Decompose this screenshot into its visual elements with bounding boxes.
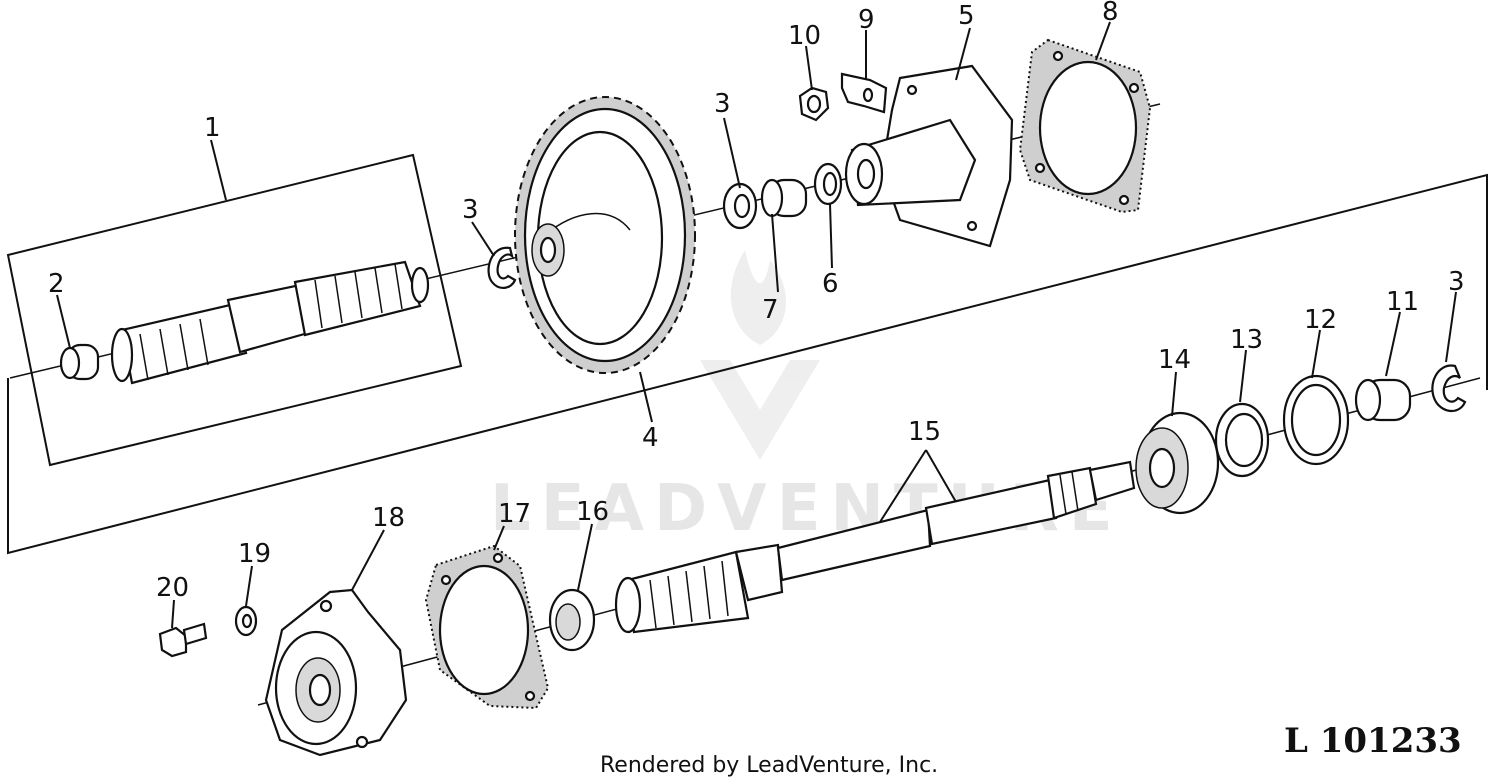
callout-20: 20	[156, 573, 189, 603]
callout-8: 8	[1102, 0, 1119, 27]
part-3-washer-middle	[722, 182, 758, 230]
upper-shaft-group-bracket	[7, 173, 1488, 555]
callout-6: 6	[822, 269, 839, 299]
part-10-nut	[798, 86, 830, 122]
drawing-number: L 101233	[1284, 721, 1462, 761]
callout-5: 5	[958, 1, 975, 31]
part-13-washer	[1214, 402, 1270, 478]
callout-12: 12	[1304, 305, 1337, 335]
callout-7: 7	[762, 295, 779, 325]
callout-16: 16	[576, 497, 609, 527]
part-5-housing	[844, 64, 1014, 248]
callout-1: 1	[204, 113, 221, 143]
part-15-shaft	[614, 460, 1136, 634]
callout-3-middle: 3	[714, 89, 731, 119]
part-16-seal	[548, 588, 596, 652]
part-2-bushing	[59, 343, 100, 381]
part-12-retaining-ring	[1282, 374, 1350, 466]
part-11-bushing	[1354, 378, 1412, 422]
callout-18: 18	[372, 503, 405, 533]
callout-17: 17	[498, 499, 531, 529]
part-6-seal	[813, 162, 843, 206]
callout-labels: 1 2 3 4 5 6 7 8 9 10 3 11 12 13 14 15 16…	[48, 0, 1465, 603]
part-4-gear	[514, 96, 696, 374]
footer-credit: Rendered by LeadVenture, Inc.	[600, 753, 938, 778]
callout-10: 10	[788, 21, 821, 51]
watermark-logo	[700, 250, 820, 460]
callout-11: 11	[1386, 287, 1419, 317]
callout-3-right: 3	[1448, 267, 1465, 297]
part-18-cover	[264, 588, 408, 757]
part-17-gasket	[424, 544, 550, 710]
leader-lines	[56, 21, 1457, 629]
callout-15: 15	[908, 417, 941, 447]
callout-9: 9	[858, 5, 875, 35]
part-7-bushing	[760, 178, 808, 218]
part-19-lock-washer	[234, 605, 258, 637]
callout-19: 19	[238, 539, 271, 569]
callout-13: 13	[1230, 325, 1263, 355]
callout-2: 2	[48, 269, 65, 299]
part-14-bearing	[1135, 411, 1220, 515]
part-8-gasket	[1018, 38, 1152, 214]
part-9-clip	[840, 72, 888, 114]
assembly-1-box	[6, 153, 463, 467]
callout-4: 4	[642, 423, 659, 453]
callout-14: 14	[1158, 345, 1191, 375]
callout-3-left: 3	[462, 195, 479, 225]
part-3-snap-ring-right	[1431, 364, 1467, 413]
part-1-splined-shaft	[110, 260, 430, 385]
part-3-snap-ring-left	[487, 246, 517, 289]
part-20-cap-screw	[158, 622, 208, 658]
